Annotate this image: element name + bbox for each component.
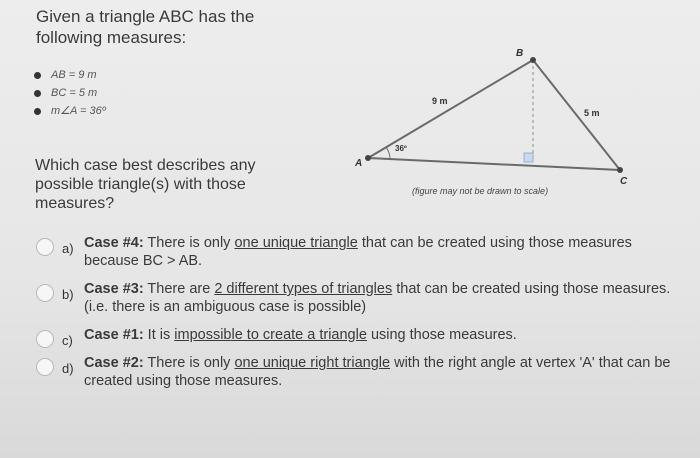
- measure-ab: AB = 9 m: [34, 66, 106, 84]
- measure-text: m∠A = 36º: [51, 105, 106, 117]
- radio-option-c[interactable]: [36, 330, 54, 348]
- option-text: using those measures.: [366, 327, 517, 343]
- option-case: Case #3:: [84, 281, 144, 297]
- radio-option-d[interactable]: [36, 358, 54, 376]
- option-text: It is: [143, 327, 175, 343]
- bullet-icon: [34, 71, 41, 79]
- right-angle-marker: [523, 152, 534, 163]
- vertex-b-point: [530, 57, 536, 63]
- vertex-a-label: A: [354, 158, 362, 169]
- figure-caption: (figure may not be drawn to scale): [412, 186, 549, 196]
- bullet-icon: [34, 89, 41, 97]
- bullet-icon: [34, 107, 41, 115]
- option-underlined: impossible to create a triangle: [174, 327, 367, 343]
- option-text: There are: [143, 281, 215, 297]
- answer-options: a) Case #4: There is only one unique tri…: [36, 234, 686, 400]
- option-letter: d): [62, 361, 74, 376]
- option-letter: a): [62, 241, 74, 256]
- vertex-c-label: C: [620, 176, 628, 187]
- angle-a-label: 36º: [395, 144, 407, 153]
- option-b[interactable]: b) Case #3: There are 2 different types …: [36, 280, 686, 316]
- measures-list: AB = 9 m BC = 5 m m∠A = 36º: [34, 66, 106, 120]
- side-ab-label: 9 m: [432, 96, 448, 106]
- vertex-b-label: B: [516, 48, 523, 59]
- radio-option-b[interactable]: [36, 284, 54, 302]
- option-text: There is only: [143, 355, 235, 371]
- option-c[interactable]: c) Case #1: It is impossible to create a…: [36, 326, 686, 348]
- vertex-c-point: [617, 167, 623, 173]
- option-d[interactable]: d) Case #2: There is only one unique rig…: [36, 354, 686, 390]
- option-text: with the right angle at vertex 'A' that …: [84, 355, 671, 389]
- option-letter: b): [62, 287, 74, 302]
- vertex-a-point: [365, 155, 371, 161]
- question-text: Which case best describes any possible t…: [35, 157, 256, 212]
- option-letter: c): [62, 333, 73, 348]
- option-a[interactable]: a) Case #4: There is only one unique tri…: [36, 234, 686, 270]
- option-underlined: one unique right triangle: [234, 355, 391, 371]
- option-case: Case #2:: [84, 355, 144, 371]
- option-text: that can be created using those measures…: [84, 235, 632, 269]
- measure-text: AB = 9 m: [51, 69, 97, 81]
- option-case: Case #1:: [84, 327, 144, 343]
- option-underlined: 2 different types of triangles: [214, 281, 393, 297]
- option-underlined: one unique triangle: [234, 235, 358, 251]
- option-case: Case #4:: [84, 235, 144, 251]
- angle-arc: [385, 146, 391, 159]
- triangle-shape: [364, 58, 623, 172]
- measure-bc: BC = 5 m: [34, 84, 106, 102]
- measure-angle-a: m∠A = 36º: [34, 102, 106, 120]
- problem-title: Given a triangle ABC has the following m…: [36, 7, 255, 47]
- option-text: that can be created using those measures…: [84, 281, 671, 315]
- option-text: There is only: [143, 235, 235, 251]
- measure-text: BC = 5 m: [51, 87, 98, 99]
- side-bc-label: 5 m: [584, 108, 600, 118]
- radio-option-a[interactable]: [36, 238, 54, 256]
- triangle-figure: A B C 9 m 5 m 36º: [354, 48, 628, 187]
